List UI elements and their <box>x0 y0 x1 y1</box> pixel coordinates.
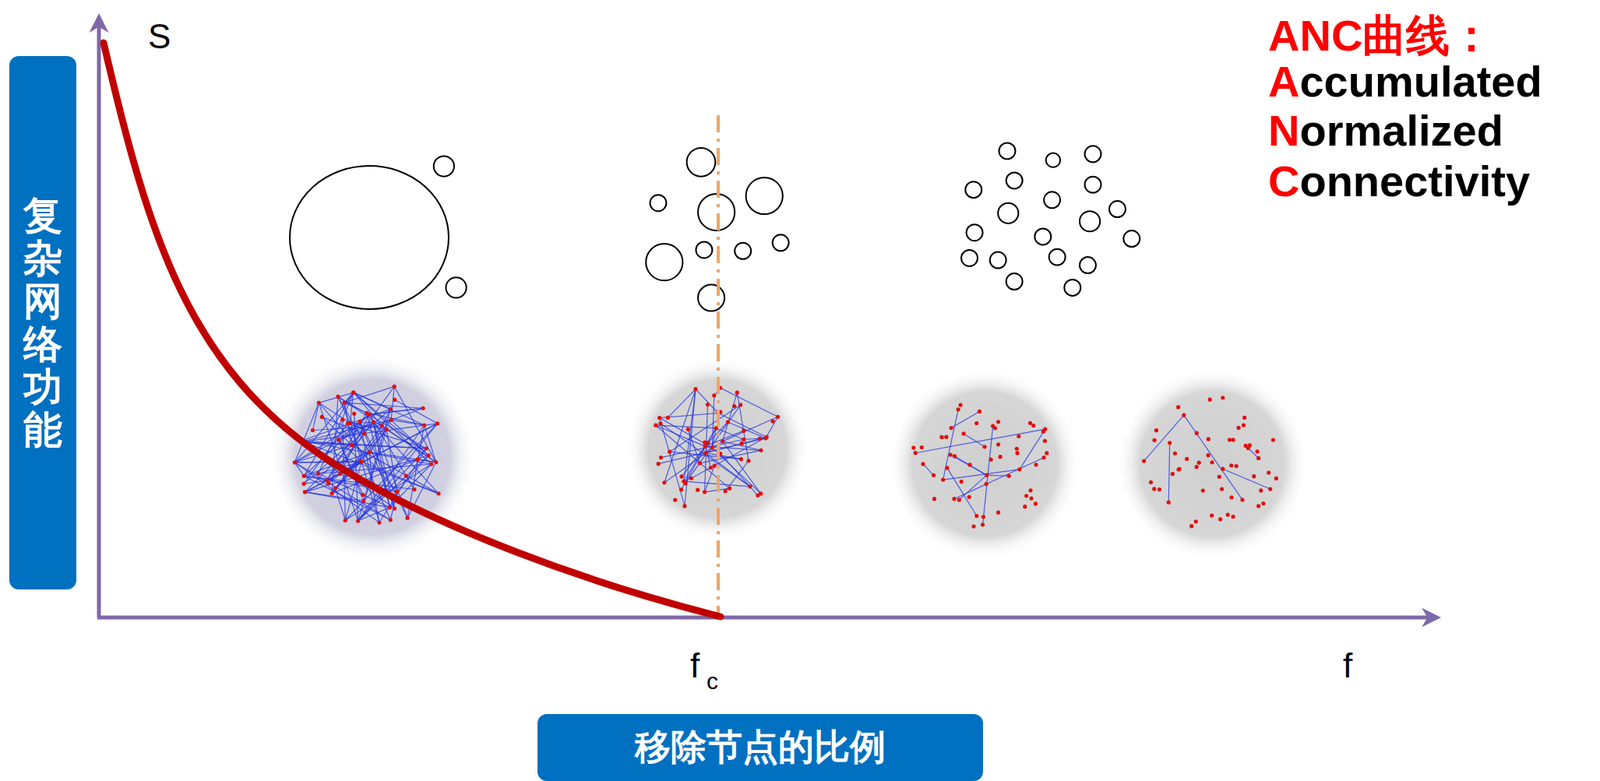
component-circle <box>746 177 783 215</box>
component-circle <box>734 243 751 260</box>
component-circle <box>1043 191 1061 208</box>
network-disc <box>269 353 476 561</box>
component-circle <box>649 194 667 212</box>
component-circle <box>433 155 455 177</box>
component-circle <box>1034 228 1051 245</box>
axis-symbol: f <box>690 646 700 686</box>
component-circle <box>1049 249 1066 266</box>
acronym-word: Accumulated <box>1268 59 1543 104</box>
acronym-word: Normalized <box>1268 109 1504 153</box>
component-circle <box>1079 211 1100 232</box>
critical-line <box>716 115 720 616</box>
component-circle <box>445 277 466 298</box>
component-circle <box>998 142 1015 159</box>
network-disc <box>888 367 1082 561</box>
y-axis-label-box: 复杂网络功能 <box>9 56 77 590</box>
x-axis-label-box: 移除节点的比例 <box>537 714 984 781</box>
component-circle <box>697 193 735 231</box>
component-circle <box>645 243 683 281</box>
component-circle <box>966 224 984 241</box>
axis-title: 移除节点的比例 <box>634 723 886 772</box>
component-circle <box>961 250 978 267</box>
component-circle <box>772 234 790 251</box>
component-circle <box>965 181 982 198</box>
component-circle <box>1085 176 1102 194</box>
giant-component <box>289 165 449 310</box>
component-circle <box>990 252 1007 269</box>
axis-subscript: c <box>706 668 719 695</box>
component-circle <box>997 203 1019 224</box>
axis-title: 复杂网络功能 <box>23 194 63 452</box>
component-circle <box>1085 145 1102 163</box>
component-circle <box>1079 257 1097 274</box>
component-bubbles <box>289 142 1140 311</box>
component-circle <box>695 241 712 258</box>
component-circle <box>1123 230 1140 247</box>
x-axis <box>97 616 1438 621</box>
axis-symbol: f <box>1342 646 1353 686</box>
network-disc <box>1115 367 1309 561</box>
component-circle <box>1064 279 1081 297</box>
axis-symbol: S <box>148 17 171 57</box>
component-circle <box>687 148 716 177</box>
network-discs <box>269 353 1310 561</box>
component-circle <box>1006 172 1023 189</box>
acronym-word: Connectivity <box>1268 159 1530 204</box>
y-axis <box>97 17 102 618</box>
component-circle <box>1006 273 1023 290</box>
component-circle <box>1109 200 1126 218</box>
anc-curve <box>103 42 721 617</box>
legend-heading: ANC曲线： <box>1268 14 1494 58</box>
component-circle <box>1046 153 1061 168</box>
component-circle <box>697 284 725 311</box>
